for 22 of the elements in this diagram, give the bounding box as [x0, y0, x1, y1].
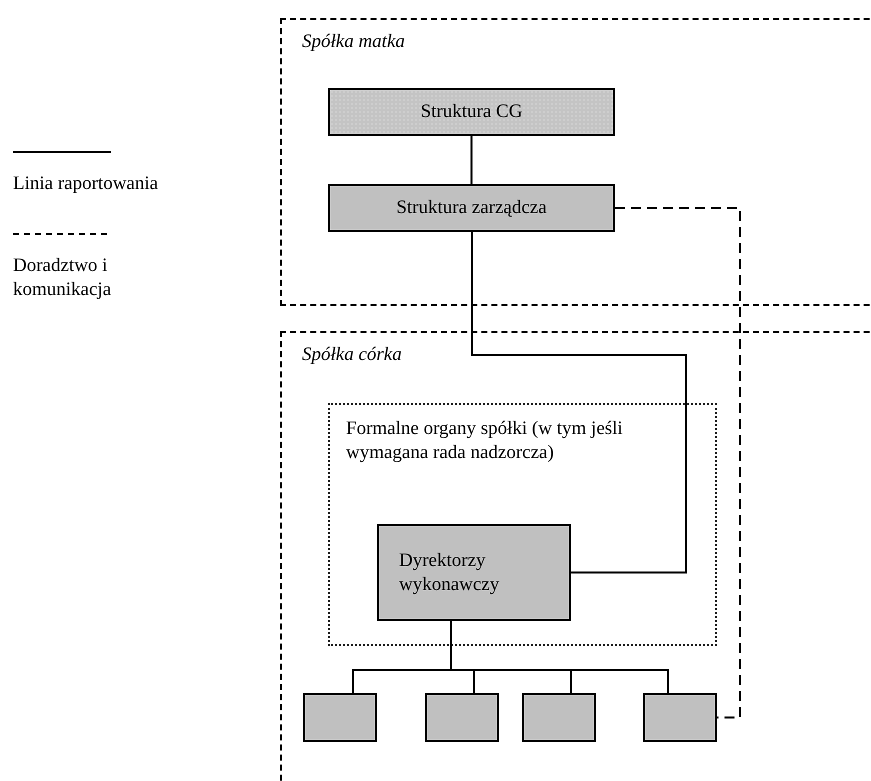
connector-line: [450, 621, 669, 693]
connector-line: [471, 232, 687, 574]
region-title: Spółka córka: [302, 343, 402, 367]
legend-text: Linia raportowania: [13, 172, 160, 196]
connector-line: [470, 136, 472, 184]
subsidiary-region: [280, 331, 871, 781]
group-frame: [328, 403, 717, 646]
process-box: [377, 524, 571, 621]
process-box: [328, 88, 615, 136]
empty-box: [522, 693, 596, 742]
region-title: Spółka matka: [302, 30, 405, 54]
empty-box: [643, 693, 717, 742]
box-label: Dyrektorzy wykonawczy: [399, 548, 500, 596]
process-box: [328, 184, 615, 232]
empty-box: [303, 693, 377, 742]
parent-company-region: [280, 18, 871, 306]
box-label: Struktura CG: [420, 100, 522, 124]
legend-text: Doradztwo i komunikacja: [13, 254, 112, 302]
box-label: Struktura zarządcza: [396, 196, 547, 220]
group-title: Formalne organy spółki (w tym jeśli wymagana rada nadzorcza): [346, 417, 624, 465]
empty-box: [425, 693, 499, 742]
connector-line: [615, 207, 741, 718]
